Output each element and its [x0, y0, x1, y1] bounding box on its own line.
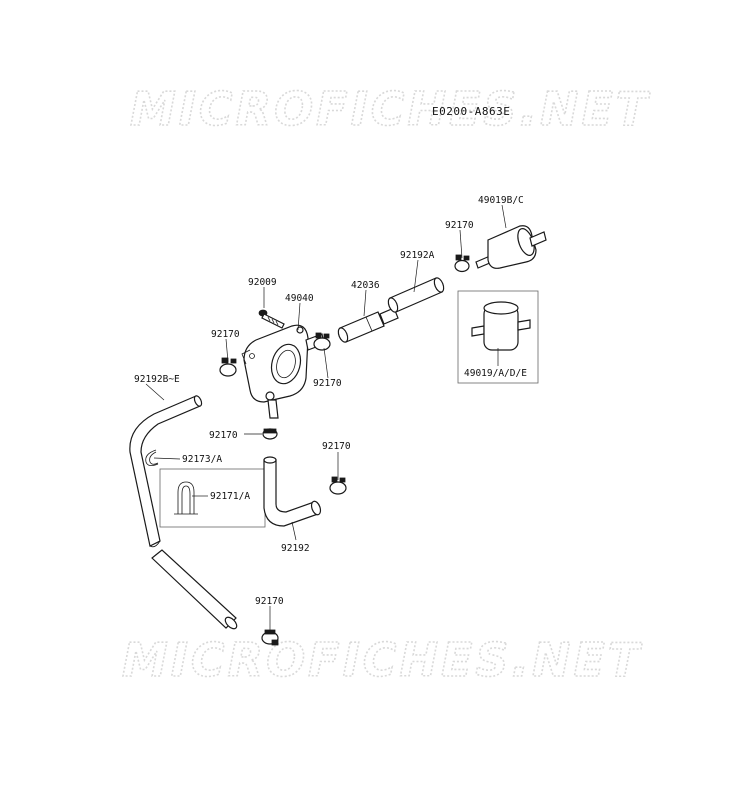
clamp-92170-right-lower [329, 476, 347, 495]
label-92192: 92192 [281, 543, 310, 554]
watermark-bottom: MICROFICHES.NET [122, 633, 643, 687]
label-92170-bottom: 92170 [255, 596, 284, 607]
pipe-42036 [337, 307, 399, 343]
label-49019ADE: 49019/A/D/E [464, 368, 527, 379]
label-92009: 92009 [248, 277, 277, 288]
bolt-92009 [258, 309, 285, 329]
label-92170-pump-right: 92170 [313, 378, 342, 389]
hose-92192A [387, 277, 445, 313]
fuel-filter-49019BC [475, 225, 547, 269]
fuel-pump-49040 [241, 324, 325, 419]
clamp-92170-upper [454, 254, 470, 273]
label-49040: 49040 [285, 293, 314, 304]
label-42036: 42036 [351, 280, 380, 291]
label-92170-upper: 92170 [445, 220, 474, 231]
label-92192B-E: 92192B~E [134, 374, 180, 385]
clamp-92170-pump-right [313, 332, 331, 351]
label-92192A: 92192A [400, 250, 435, 261]
label-92170-pump-left: 92170 [211, 329, 240, 340]
label-92170-right-lower: 92170 [322, 441, 351, 452]
label-92173A: 92173/A [182, 454, 222, 465]
label-49019BC: 49019B/C [478, 195, 524, 206]
label-92170-center: 92170 [209, 430, 238, 441]
clip-92173A [145, 449, 159, 466]
clamp-92170-center [262, 428, 278, 440]
fuel-filter-49019ADE-box [457, 290, 539, 384]
leader-lines [145, 204, 507, 632]
hose-92192B-E [129, 395, 238, 630]
hose-92192 [263, 456, 322, 527]
label-92171A: 92171/A [210, 491, 250, 502]
watermark-top: MICROFICHES.NET [130, 82, 651, 136]
clamp-92170-pump-left [219, 357, 237, 377]
diagram-code: E0200-A863E [432, 105, 510, 118]
